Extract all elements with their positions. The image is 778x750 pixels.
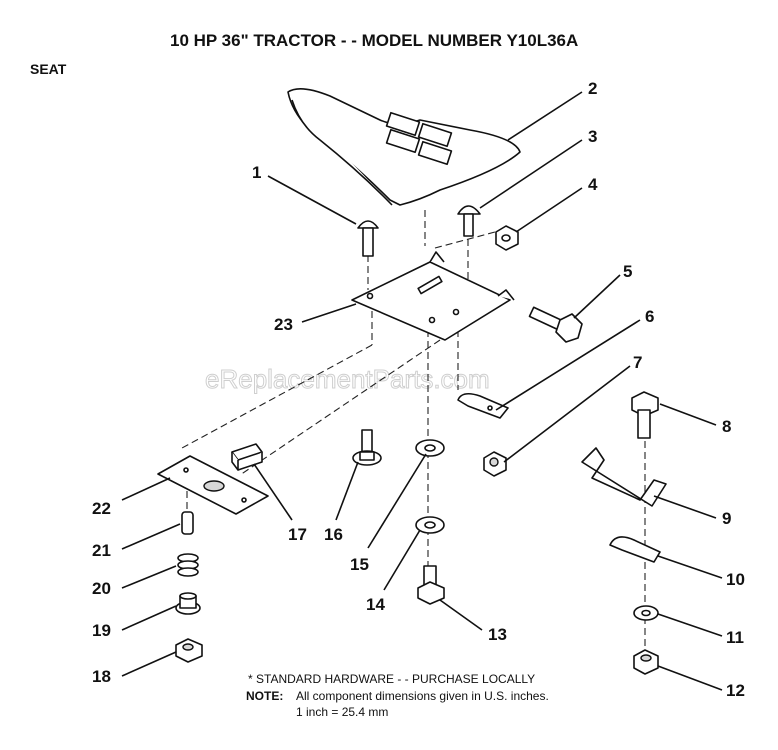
nut-4 <box>495 225 519 251</box>
callout-4: 4 <box>588 175 598 194</box>
callout-5: 5 <box>623 262 632 281</box>
washer-11 <box>633 605 659 621</box>
callout-11: 11 <box>726 628 744 647</box>
callout-12: 12 <box>726 681 745 700</box>
watermark: eReplacementParts.com <box>205 364 490 394</box>
callout-9: 9 <box>722 509 731 528</box>
callout-7: 7 <box>633 353 642 372</box>
pad-17 <box>231 443 263 471</box>
pin-21 <box>181 511 194 535</box>
bushing-19 <box>175 592 201 615</box>
lock-nut-7 <box>483 451 507 477</box>
callout-15: 15 <box>350 555 369 574</box>
callout-14: 14 <box>366 595 385 614</box>
seat-plate <box>351 251 515 341</box>
carriage-bolt <box>357 220 379 257</box>
washer-14 <box>415 516 445 534</box>
section-label: SEAT <box>30 61 67 77</box>
bracket-clip-6 <box>457 392 509 419</box>
callout-1: 1 <box>252 163 261 182</box>
round-head-bolt <box>457 205 481 237</box>
slide-plate-22 <box>157 455 269 515</box>
bolt-5 <box>528 306 583 343</box>
standard-hardware-note: * STANDARD HARDWARE - - PURCHASE LOCALLY <box>248 672 535 686</box>
callout-10: 10 <box>726 570 745 589</box>
callout-2: 2 <box>588 79 597 98</box>
callout-19: 19 <box>92 621 111 640</box>
callout-17: 17 <box>288 525 307 544</box>
bracket-9 <box>581 447 667 507</box>
callout-13: 13 <box>488 625 507 644</box>
callout-numbers: 1 2 3 4 5 6 7 8 9 10 11 12 13 14 15 16 1… <box>92 79 745 700</box>
nut-12 <box>633 649 659 675</box>
nut-18 <box>175 638 203 663</box>
callout-6: 6 <box>645 307 654 326</box>
bolt-13 <box>417 565 445 605</box>
callout-22: 22 <box>92 499 111 518</box>
clip-10 <box>609 536 661 563</box>
callout-16: 16 <box>324 525 343 544</box>
callout-18: 18 <box>92 667 111 686</box>
spring-20 <box>177 553 199 577</box>
callout-21: 21 <box>92 541 111 560</box>
page-title: 10 HP 36" TRACTOR - - MODEL NUMBER Y10L3… <box>170 31 578 50</box>
callout-8: 8 <box>722 417 731 436</box>
seat <box>287 88 521 206</box>
callout-3: 3 <box>588 127 597 146</box>
conversion-note: 1 inch = 25.4 mm <box>296 705 388 719</box>
callout-20: 20 <box>92 579 111 598</box>
note-label: NOTE: <box>246 689 283 703</box>
callout-23: 23 <box>274 315 293 334</box>
washer-15 <box>415 439 445 457</box>
note-text: All component dimensions given in U.S. i… <box>296 689 549 703</box>
leader-lines <box>121 91 723 691</box>
shoulder-bolt-16 <box>352 429 382 466</box>
bolt-8 <box>631 391 659 439</box>
footer-notes: * STANDARD HARDWARE - - PURCHASE LOCALLY… <box>246 672 549 719</box>
